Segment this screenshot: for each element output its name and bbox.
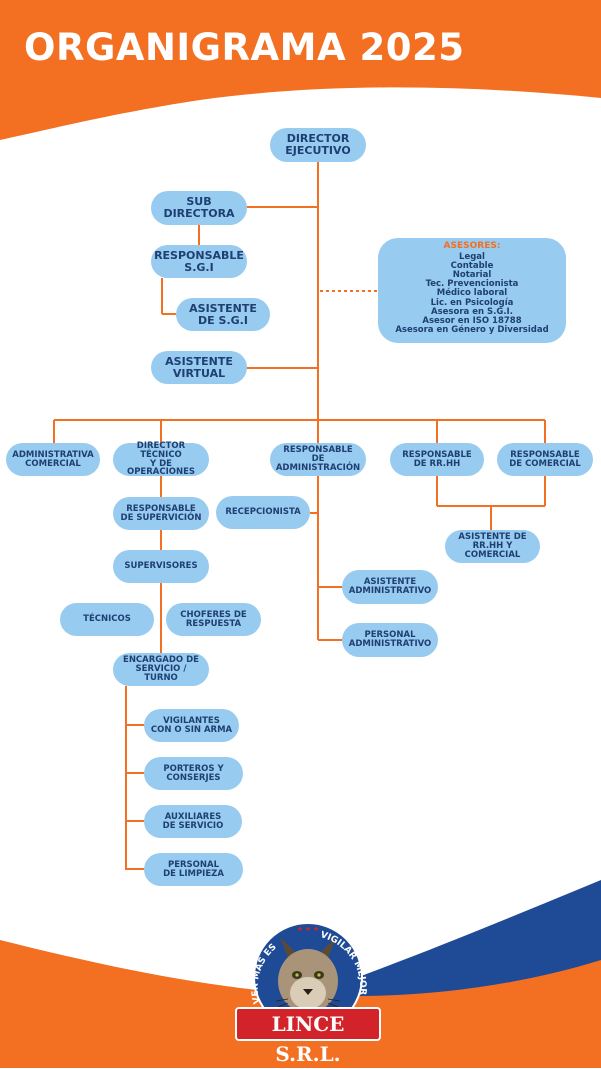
node-recepcionista: RECEPCIONISTA [216,496,310,529]
node-tecnicos: TÉCNICOS [60,603,154,636]
advisor-item: Tec. Prevencionista [425,279,519,290]
page-title: ORGANIGRAMA 2025 [24,26,465,69]
lince-emblem: VER MÁS ES VIGILAR MEJOR ★ ★ ★ [251,922,367,1032]
advisor-item: Asesora en Género y Diversidad [395,325,549,336]
advisor-item: Asesora en S.G.I. [431,306,513,317]
node-supervisores: SUPERVISORES [113,550,209,583]
lynx-face-icon [275,937,341,1013]
advisor-item: Notarial [452,270,492,281]
advisor-item: Lic. en Psicología [430,297,514,308]
advisors-title: ASESORES: [443,241,501,251]
lince-logo: VER MÁS ES VIGILAR MEJOR ★ ★ ★ LINCE S.R… [228,915,388,1066]
logo-stars: ★ ★ ★ [297,925,320,933]
advisors-box: ASESORES: Legal Contable Notarial Tec. P… [378,238,566,343]
bottom-blue-wave [260,880,601,1010]
connector-lines [53,160,546,870]
advisor-item: Asesor en ISO 18788 [422,315,522,326]
logo-banner: LINCE S.R.L. [235,1007,381,1066]
top-orange-banner [0,0,601,140]
advisor-item: Contable [450,260,494,271]
advisor-item: Médico laboral [436,288,508,299]
advisor-item: Legal [459,251,485,262]
